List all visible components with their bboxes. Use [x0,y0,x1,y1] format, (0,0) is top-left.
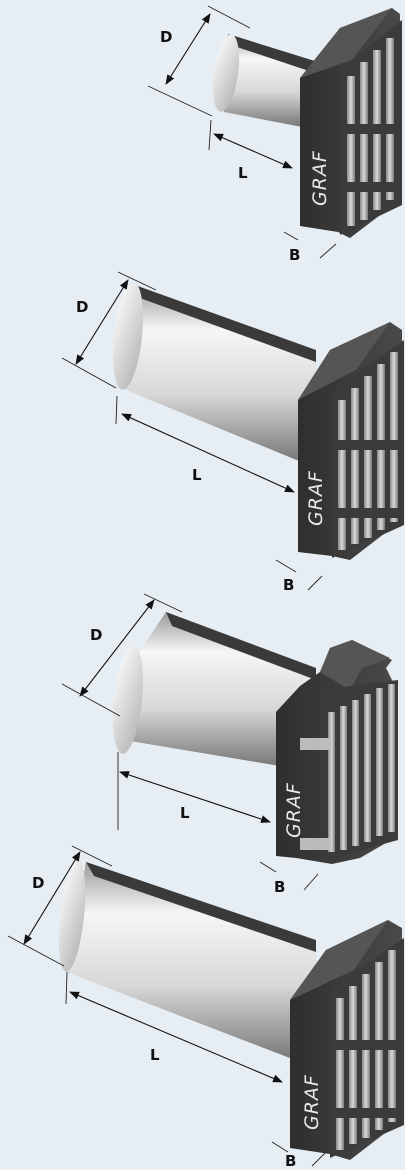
dimension-label-d: D [160,28,172,46]
dimension-b: B [283,231,337,264]
dimension-label-b: B [274,878,285,896]
dimension-label-d: D [76,298,88,316]
dimension-d: D [61,593,183,717]
brand-label: GRAF [301,1074,323,1130]
dimension-l: L [117,752,271,830]
dimension-d: D [61,271,157,389]
dimension-d: D [7,845,113,967]
brand-label: GRAF [305,470,327,526]
dimension-label-l: L [180,804,190,822]
clamp-head [300,8,402,238]
dimension-label-d: D [90,626,102,644]
dimension-label-l: L [192,466,202,484]
brand-label: GRAF [283,782,305,838]
figure-2: GRAF D L B [61,271,404,594]
dimension-label-b: B [285,1152,296,1170]
dimension-label-l: L [238,164,248,182]
figure-4: GRAF D L B [7,845,404,1170]
dimension-b: B [259,861,319,896]
brand-label: GRAF [309,150,331,206]
dimension-b: B [271,1141,327,1170]
dimension-label-l: L [150,1046,160,1064]
shaft [112,282,316,468]
dimension-d: D [147,5,251,117]
dimension-b: B [275,559,323,594]
shaft [112,612,316,772]
clamp-head [290,920,404,1160]
dimension-l: L [115,395,295,493]
dimension-label-b: B [289,246,300,264]
dimension-l: L [208,119,293,182]
clamp-head [298,322,404,560]
shaft [212,34,318,130]
dimension-l: L [65,971,283,1083]
dimension-label-b: B [283,576,294,594]
figure-3: GRAF D L B [61,593,398,896]
figure-1: GRAF D L B [147,5,402,264]
dimension-label-d: D [32,874,44,892]
clamp-head [276,640,398,864]
